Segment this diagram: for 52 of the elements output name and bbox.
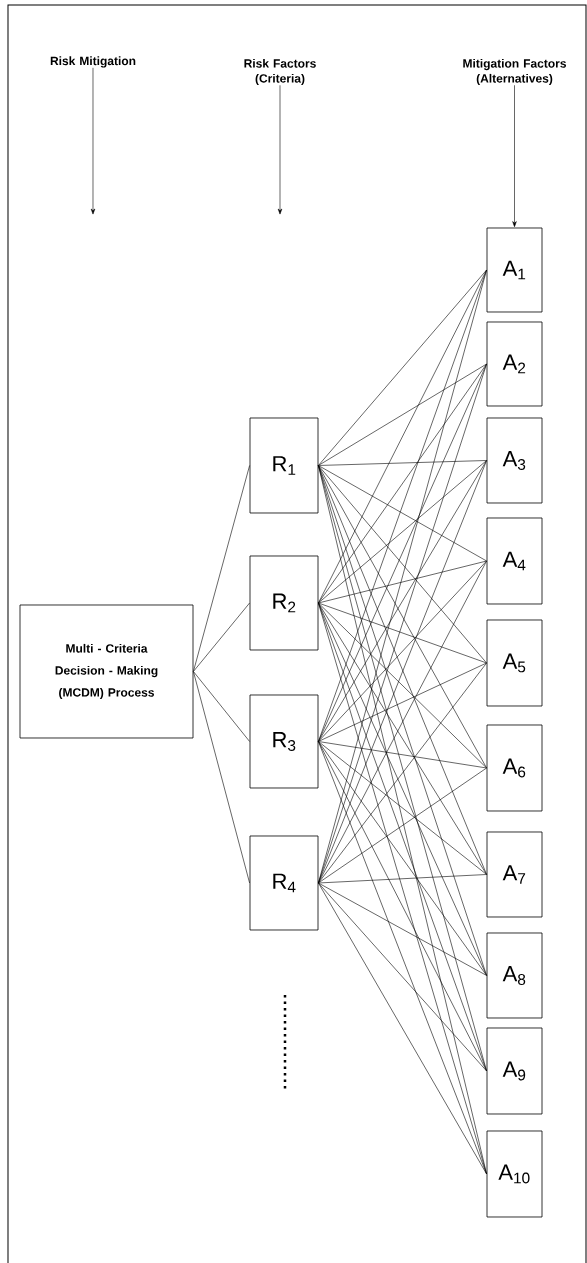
connector-line (318, 560, 487, 604)
connector-line (193, 671, 250, 742)
connector-line (318, 882, 487, 1072)
connector-line (193, 465, 250, 672)
connector-line (318, 602, 487, 664)
connector-line (318, 460, 487, 466)
connector-line (318, 741, 487, 769)
connector-line (318, 882, 487, 1175)
arrow (512, 85, 517, 227)
factor-box: R$_{2}$ (249, 555, 319, 651)
connector-line (318, 363, 487, 466)
connector-line (318, 465, 487, 664)
connector-line (318, 560, 487, 884)
connector-line (318, 741, 487, 875)
factor-box: R$_{1}$ (249, 417, 319, 514)
factor-box: A$_{5}$ (486, 619, 543, 707)
factor-box: A$_{2}$ (486, 321, 543, 407)
factor-box: A$_{8}$ (486, 932, 543, 1019)
connector-line (318, 882, 487, 976)
connector-line (318, 602, 487, 769)
column-heading: Risk Factors (Criteria) (244, 58, 316, 86)
connector-line (318, 465, 487, 562)
column-heading: Mitigation Factors (Alternatives) (463, 58, 566, 86)
factor-box: A$_{1}$ (486, 227, 543, 313)
factor-box: A$_{10}$ (486, 1130, 543, 1218)
connector-line (318, 874, 487, 884)
connector-line (318, 767, 487, 884)
process-box: Multi - Criteria Decision - Making (MCDM) Process (19, 604, 194, 739)
connector-line (318, 741, 487, 976)
connector-line (318, 560, 487, 742)
factor-box: A$_{9}$ (486, 1027, 543, 1115)
connector-line (318, 741, 487, 1175)
arrow (90, 67, 96, 215)
connector-line (318, 363, 487, 604)
connector-line (318, 662, 487, 884)
factor-box: A$_{4}$ (486, 517, 543, 605)
column-heading: Risk Mitigation (50, 56, 136, 68)
factor-box: A$_{3}$ (486, 417, 543, 504)
connector-line (193, 671, 250, 884)
connector-line (193, 602, 250, 672)
factor-box: A$_{7}$ (486, 831, 543, 918)
factor-box: A$_{6}$ (486, 724, 543, 812)
connector-line (318, 269, 487, 884)
connector-line (318, 662, 487, 742)
connector-line (318, 269, 487, 466)
connector-line (318, 460, 487, 604)
connector-line (318, 602, 487, 1175)
factor-box: R$_{4}$ (249, 835, 319, 931)
factor-box: R$_{3}$ (249, 694, 319, 789)
arrow (277, 85, 283, 215)
connector-line (318, 741, 487, 1072)
connector-line (318, 602, 487, 875)
